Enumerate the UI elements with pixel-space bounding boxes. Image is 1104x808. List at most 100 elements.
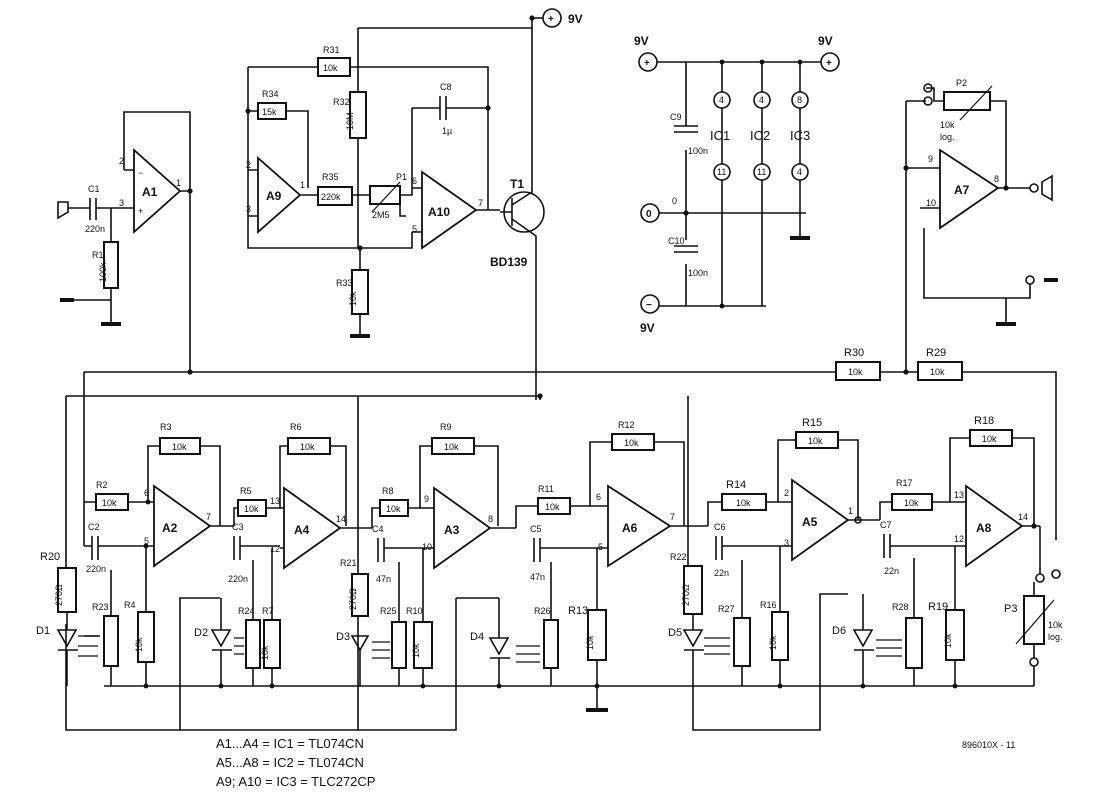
r33-value: 10k bbox=[348, 291, 358, 306]
p2-label: P2 bbox=[956, 78, 967, 88]
r30-resistor bbox=[835, 361, 881, 381]
a2-label: A2 bbox=[162, 521, 178, 535]
zero-label: 0 bbox=[672, 196, 677, 206]
r14-value: 10k bbox=[736, 498, 751, 508]
r5-value: 10k bbox=[244, 504, 259, 514]
p2-value: 10k bbox=[940, 120, 955, 130]
r11-label: R11 bbox=[538, 484, 554, 494]
c10-label: C10 bbox=[668, 236, 685, 246]
c2-capacitor bbox=[91, 536, 99, 560]
pin-label: 2 bbox=[119, 156, 124, 166]
a1-label: A1 bbox=[142, 185, 158, 199]
r34-label: R34 bbox=[262, 89, 279, 99]
c9-label: C9 bbox=[670, 112, 682, 122]
r25-label: R25 bbox=[380, 606, 397, 616]
r2-label: R2 bbox=[96, 480, 108, 490]
d1-led bbox=[56, 629, 78, 648]
r10-label: R10 bbox=[406, 606, 423, 616]
r5-label: R5 bbox=[240, 486, 252, 496]
filter-chain: 270Ω R20 D1 C2 220n 10k R2 10k R3 A2 6 5… bbox=[36, 396, 1063, 731]
ground-symbol bbox=[996, 322, 1016, 326]
r1-label: R1 bbox=[92, 250, 104, 260]
ground-symbol bbox=[790, 236, 810, 240]
r15-label: R15 bbox=[802, 417, 822, 429]
pin-label: 1 bbox=[176, 178, 181, 188]
r2-value: 10k bbox=[102, 498, 117, 508]
c9-value: 100n bbox=[688, 146, 708, 156]
opamp-a2 bbox=[153, 484, 212, 568]
r35-label: R35 bbox=[322, 172, 339, 182]
c6-capacitor bbox=[715, 536, 723, 560]
r3-value: 10k bbox=[172, 442, 187, 452]
feedback-bus: 10k R30 10k R29 bbox=[65, 347, 1057, 731]
r9-label: R9 bbox=[440, 422, 452, 432]
ic2-label: IC2 bbox=[750, 128, 770, 143]
c10-value: 100n bbox=[688, 268, 708, 278]
r12-label: R12 bbox=[618, 420, 635, 430]
supply-label-right: 9V bbox=[818, 34, 833, 48]
plus-symbol: + bbox=[644, 58, 650, 69]
r18-resistor bbox=[969, 429, 1013, 447]
svg-text:+: + bbox=[138, 206, 143, 216]
pin-label: 6 bbox=[144, 488, 149, 498]
d4-led bbox=[488, 637, 510, 656]
ground-symbol bbox=[350, 334, 370, 338]
c3-value: 220n bbox=[228, 574, 248, 584]
ground-symbol bbox=[101, 322, 121, 326]
pin-label: 2 bbox=[784, 488, 789, 498]
r31-label: R31 bbox=[323, 45, 340, 55]
r29-value: 10k bbox=[930, 367, 945, 377]
r11-value: 10k bbox=[545, 502, 560, 512]
d2-label: D2 bbox=[194, 627, 208, 639]
ground-symbol bbox=[1044, 278, 1058, 282]
supply-label-left: 9V bbox=[634, 34, 649, 48]
plus-symbol: + bbox=[826, 58, 832, 69]
c1-label: C1 bbox=[88, 184, 100, 194]
pin-label: 5 bbox=[144, 536, 149, 546]
power-supply: + 9V + 9V C9 100n C10 100n 0 0 − 9V 4 4 … bbox=[634, 34, 840, 335]
d6-led bbox=[852, 629, 874, 648]
pin-label: 7 bbox=[670, 512, 675, 522]
r28-ldr bbox=[905, 617, 923, 669]
t1-type: BD139 bbox=[490, 255, 528, 269]
c3-label: C3 bbox=[232, 522, 244, 532]
r6-value: 10k bbox=[300, 442, 315, 452]
output-stage: P2 10k log. A7 9 10 8 bbox=[903, 78, 1058, 372]
pin-label: 4 bbox=[797, 167, 802, 177]
d3-led bbox=[350, 635, 370, 652]
opamp-a9 bbox=[257, 156, 302, 234]
r19-value: 10k bbox=[943, 633, 953, 648]
r13-label: R13 bbox=[568, 605, 588, 617]
d5-label: D5 bbox=[668, 627, 682, 639]
ic1-label: IC1 bbox=[710, 128, 730, 143]
r4-resistor bbox=[137, 611, 155, 663]
pin-label: 13 bbox=[270, 496, 280, 506]
p1-label: P1 bbox=[396, 172, 407, 182]
c4-label: C4 bbox=[372, 524, 384, 534]
ground-symbol bbox=[586, 708, 608, 712]
pin-label: 12 bbox=[954, 534, 964, 544]
pin-label: 5 bbox=[412, 224, 417, 234]
svg-text:−: − bbox=[138, 168, 143, 178]
r27-label: R27 bbox=[718, 604, 735, 614]
c8-value: 1µ bbox=[442, 126, 452, 136]
pin-label: 4 bbox=[759, 95, 764, 105]
pin-label: 2 bbox=[246, 160, 251, 170]
r14-label: R14 bbox=[726, 479, 746, 491]
r24-label: R24 bbox=[238, 606, 255, 616]
r8-label: R8 bbox=[382, 486, 394, 496]
r20-value: 270Ω bbox=[54, 584, 64, 606]
p3-potentiometer bbox=[1023, 595, 1045, 645]
r18-label: R18 bbox=[974, 415, 994, 427]
r22-value: 270Ω bbox=[681, 584, 691, 606]
r10-value: 10k bbox=[411, 643, 421, 658]
r24-ldr bbox=[245, 619, 261, 669]
r6-resistor bbox=[287, 437, 331, 455]
r12-resistor bbox=[611, 433, 655, 451]
c8-capacitor bbox=[439, 96, 447, 120]
r8-value: 10k bbox=[386, 504, 401, 514]
c3-capacitor bbox=[233, 536, 241, 560]
r35-resistor bbox=[317, 186, 353, 206]
a9-label: A9 bbox=[266, 189, 282, 203]
